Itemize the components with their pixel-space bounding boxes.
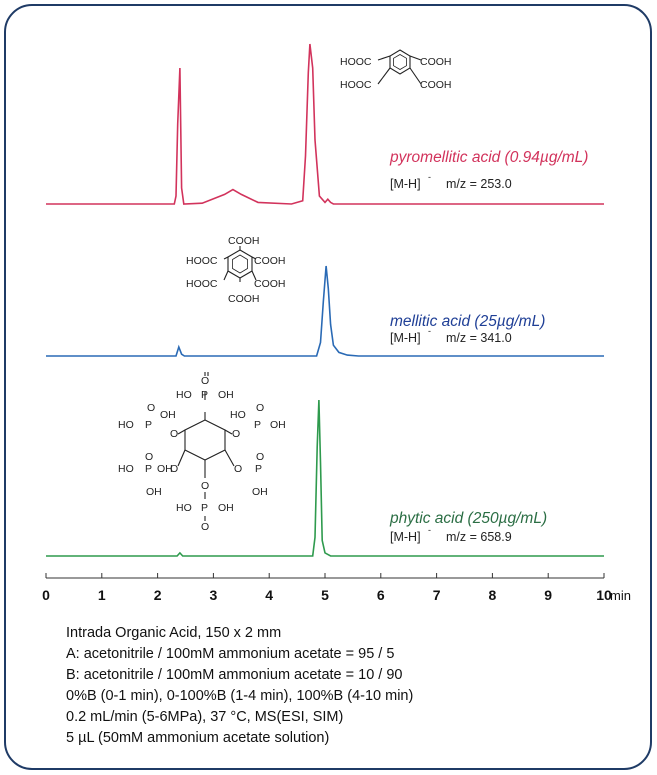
structure-group: COOH bbox=[228, 293, 260, 305]
structure-pyromellitic-labels: HOOC COOH HOOC COOH bbox=[340, 56, 452, 91]
mz-label-mellitic: m/z = 341.0 bbox=[446, 331, 512, 345]
x-tick-label: 10 bbox=[596, 587, 612, 603]
structure-group: OH bbox=[218, 389, 234, 401]
structure-group: O bbox=[232, 428, 240, 440]
x-tick-label: 3 bbox=[210, 587, 218, 603]
structure-group: OH bbox=[160, 409, 176, 421]
ion-label-pyromellitic: [M-H] bbox=[390, 177, 421, 191]
structure-group: O bbox=[170, 463, 178, 475]
series-label-phytic: phytic acid (250µg/mL) bbox=[389, 510, 547, 527]
structure-group: COOH bbox=[420, 79, 452, 91]
series-label-pyromellitic: pyromellitic acid (0.94µg/mL) bbox=[389, 149, 588, 166]
structure-group: P bbox=[201, 389, 208, 401]
x-tick-label: 9 bbox=[544, 587, 552, 603]
structure-group: O bbox=[201, 480, 209, 492]
x-tick-label: 7 bbox=[433, 587, 441, 603]
structure-pyromellitic bbox=[377, 49, 422, 85]
x-tick-label: 6 bbox=[377, 587, 385, 603]
ion-label-phytic: [M-H] bbox=[390, 530, 421, 544]
structure-group: OH bbox=[270, 419, 286, 431]
mz-label-pyromellitic: m/z = 253.0 bbox=[446, 177, 512, 191]
structure-group: HO bbox=[176, 389, 192, 401]
structure-group: P bbox=[254, 419, 261, 431]
structure-group: P bbox=[145, 419, 152, 431]
trace-phytic bbox=[46, 399, 604, 557]
structure-group: O bbox=[147, 402, 155, 414]
structure-group: COOH bbox=[254, 255, 286, 267]
structure-group: O bbox=[256, 451, 264, 463]
structure-group: O bbox=[201, 375, 209, 387]
structure-group: HO bbox=[118, 419, 134, 431]
condition-line-4: 0%B (0-1 min), 0-100%B (1-4 min), 100%B … bbox=[66, 688, 414, 704]
trace-pyromellitic bbox=[46, 43, 604, 205]
mz-label-phytic: m/z = 658.9 bbox=[446, 530, 512, 544]
structure-group: O bbox=[145, 451, 153, 463]
x-tick-label: 4 bbox=[265, 587, 273, 603]
x-tick-label: 1 bbox=[98, 587, 106, 603]
ion-charge: - bbox=[428, 525, 431, 535]
structure-phytic-labels: O HO P OH O HO P OH HO P OH O O O P OH H… bbox=[118, 375, 286, 533]
structure-mellitic bbox=[223, 246, 257, 282]
trace-mellitic bbox=[46, 265, 604, 357]
x-axis-unit: min bbox=[610, 588, 631, 603]
condition-line-1: Intrada Organic Acid, 150 x 2 mm bbox=[66, 625, 282, 641]
x-tick-label: 0 bbox=[42, 587, 50, 603]
structure-group: OH bbox=[146, 486, 162, 498]
structure-group: HO bbox=[118, 463, 134, 475]
structure-group: HOOC bbox=[186, 278, 218, 290]
structure-group: HOOC bbox=[186, 255, 218, 267]
structure-group: HO bbox=[176, 502, 192, 514]
condition-line-6: 5 µL (50mM ammonium acetate solution) bbox=[66, 730, 330, 746]
structure-group: O bbox=[170, 428, 178, 440]
structure-group: O bbox=[234, 463, 242, 475]
structure-group: OH bbox=[157, 463, 173, 475]
chart-frame bbox=[4, 4, 652, 770]
structure-mellitic-labels: COOH HOOC COOH HOOC COOH COOH bbox=[186, 235, 286, 305]
structure-group: O bbox=[256, 402, 264, 414]
x-tick-label: 5 bbox=[321, 587, 329, 603]
structure-group: HOOC bbox=[340, 56, 372, 68]
condition-line-3: B: acetonitrile / 100mM ammonium acetate… bbox=[66, 667, 403, 683]
structure-group: COOH bbox=[420, 56, 452, 68]
x-tick-label: 8 bbox=[489, 587, 497, 603]
ion-label-mellitic: [M-H] bbox=[390, 331, 421, 345]
structure-group: COOH bbox=[254, 278, 286, 290]
condition-line-2: A: acetonitrile / 100mM ammonium acetate… bbox=[66, 646, 395, 662]
structure-group: P bbox=[201, 502, 208, 514]
structure-group: OH bbox=[218, 502, 234, 514]
series-label-mellitic: mellitic acid (25µg/mL) bbox=[390, 313, 545, 330]
condition-line-5: 0.2 mL/min (5-6MPa), 37 °C, MS(ESI, SIM) bbox=[66, 709, 344, 725]
structure-group: O bbox=[201, 521, 209, 533]
structure-group: COOH bbox=[228, 235, 260, 247]
x-axis-ticks: 0 1 2 3 4 5 6 7 8 9 10 bbox=[42, 573, 612, 603]
structure-group: HO bbox=[230, 409, 246, 421]
structure-group: P bbox=[145, 463, 152, 475]
ion-charge: - bbox=[428, 172, 431, 182]
ion-charge: - bbox=[428, 326, 431, 336]
structure-group: P bbox=[255, 463, 262, 475]
structure-phytic bbox=[177, 372, 235, 521]
structure-group: OH bbox=[252, 486, 268, 498]
structure-group: HOOC bbox=[340, 79, 372, 91]
x-tick-label: 2 bbox=[154, 587, 162, 603]
